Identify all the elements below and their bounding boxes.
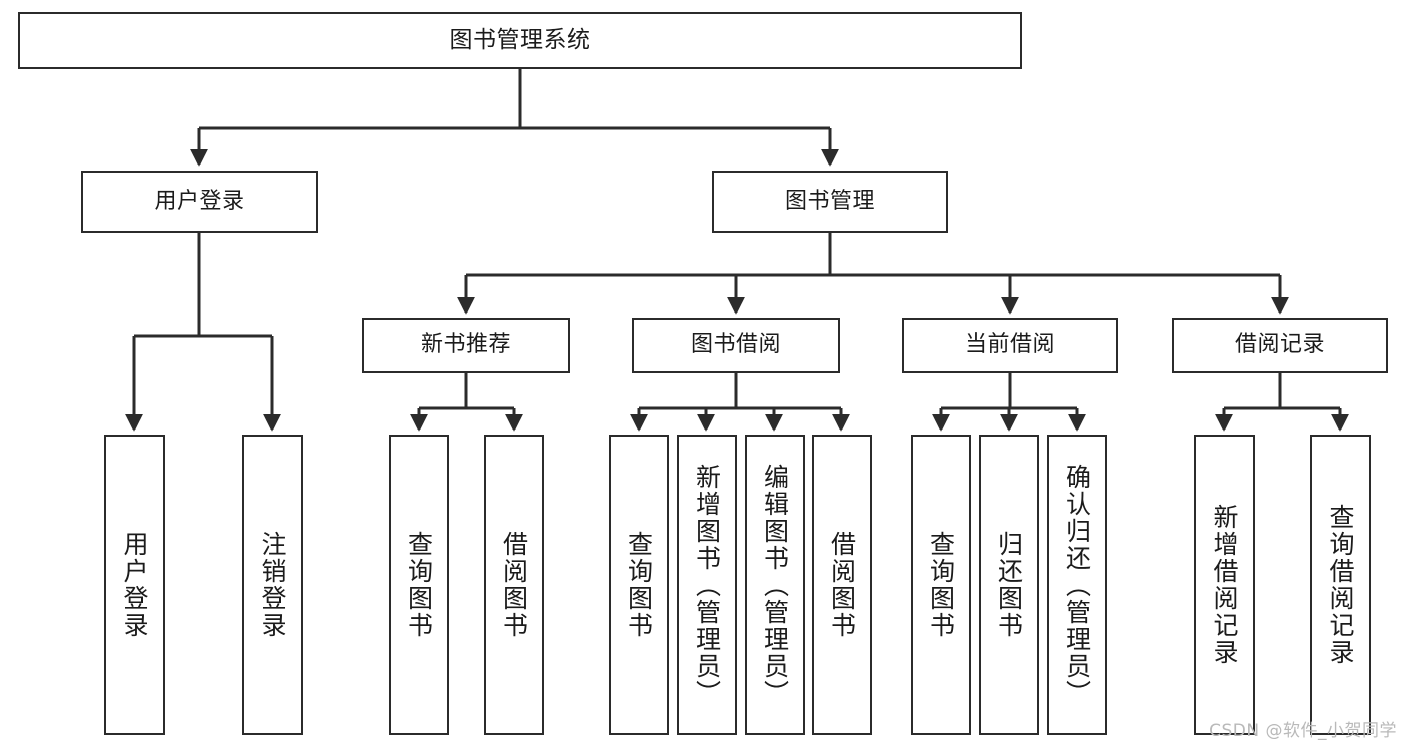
node-current-borrow-label: 当前借阅: [964, 332, 1055, 358]
leaf-book-borrow-add-label: 新增图书（管理员）: [692, 463, 722, 707]
node-book-borrow[interactable]: 图书借阅: [632, 318, 840, 373]
leaf-current-borrow-confirm-return-label: 确认归还（管理员）: [1062, 463, 1092, 707]
leaf-new-book-query[interactable]: 查询图书: [389, 435, 449, 735]
leaf-borrow-record-query-label: 查询借阅记录: [1326, 504, 1355, 666]
leaf-current-borrow-return[interactable]: 归还图书: [979, 435, 1039, 735]
leaf-book-borrow-query-label: 查询图书: [624, 531, 654, 639]
leaf-current-borrow-query-label: 查询图书: [926, 531, 956, 639]
leaf-book-borrow-query[interactable]: 查询图书: [609, 435, 669, 735]
leaf-book-borrow-lend-label: 借阅图书: [827, 531, 857, 639]
node-book-management[interactable]: 图书管理: [712, 171, 948, 233]
node-user-login-label: 用户登录: [154, 188, 245, 214]
node-user-login[interactable]: 用户登录: [81, 171, 318, 233]
leaf-borrow-record-add[interactable]: 新增借阅记录: [1194, 435, 1255, 735]
leaf-user-login-signout[interactable]: 注销登录: [242, 435, 303, 735]
leaf-borrow-record-add-label: 新增借阅记录: [1210, 504, 1239, 666]
leaf-book-borrow-edit[interactable]: 编辑图书（管理员）: [745, 435, 805, 735]
node-book-borrow-label: 图书借阅: [690, 332, 781, 358]
leaf-user-login-signout-label: 注销登录: [258, 531, 287, 639]
leaf-current-borrow-confirm-return[interactable]: 确认归还（管理员）: [1047, 435, 1107, 735]
node-current-borrow[interactable]: 当前借阅: [902, 318, 1118, 373]
leaf-current-borrow-query[interactable]: 查询图书: [911, 435, 971, 735]
leaf-book-borrow-edit-label: 编辑图书（管理员）: [760, 463, 790, 707]
leaf-borrow-record-query[interactable]: 查询借阅记录: [1310, 435, 1371, 735]
node-new-book-recommend-label: 新书推荐: [420, 332, 511, 358]
leaf-book-borrow-lend[interactable]: 借阅图书: [812, 435, 872, 735]
leaf-new-book-borrow-label: 借阅图书: [499, 531, 529, 639]
node-book-management-label: 图书管理: [784, 188, 875, 214]
leaf-new-book-query-label: 查询图书: [404, 531, 434, 639]
leaf-new-book-borrow[interactable]: 借阅图书: [484, 435, 544, 735]
leaf-user-login-signin[interactable]: 用户登录: [104, 435, 165, 735]
leaf-book-borrow-add[interactable]: 新增图书（管理员）: [677, 435, 737, 735]
csdn-watermark: CSDN @软件_小贺同学: [1209, 721, 1397, 741]
leaf-user-login-signin-label: 用户登录: [120, 531, 149, 639]
node-new-book-recommend[interactable]: 新书推荐: [362, 318, 570, 373]
node-root-system-label: 图书管理系统: [449, 26, 591, 53]
node-borrow-record[interactable]: 借阅记录: [1172, 318, 1388, 373]
node-root-system[interactable]: 图书管理系统: [18, 12, 1022, 69]
leaf-current-borrow-return-label: 归还图书: [994, 531, 1024, 639]
node-borrow-record-label: 借阅记录: [1234, 332, 1325, 358]
